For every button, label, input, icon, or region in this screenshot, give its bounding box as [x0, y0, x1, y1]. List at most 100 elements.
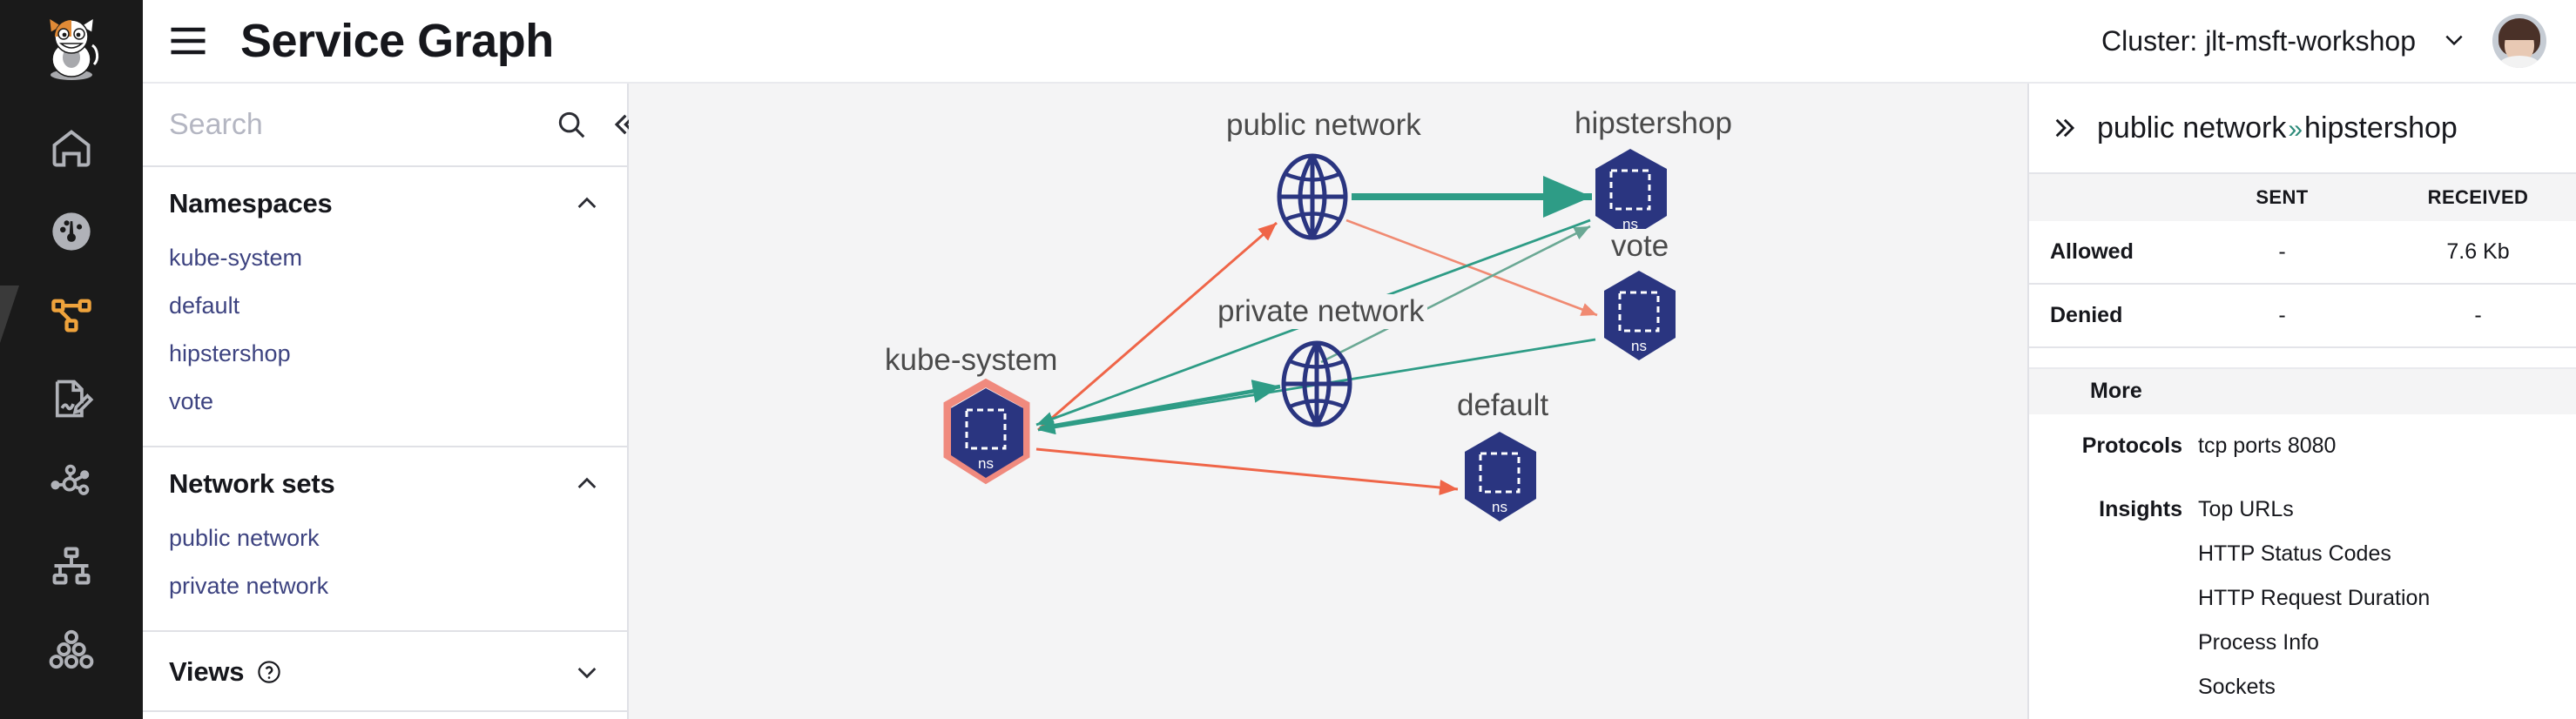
sidebar-item-nodes[interactable] — [0, 440, 143, 524]
graph-node-hipstershop: ns — [1595, 149, 1667, 239]
chevron-down-icon[interactable] — [2440, 25, 2468, 57]
dashboard-icon — [49, 209, 94, 254]
details-title-separator: » — [2288, 114, 2303, 144]
details-table-header: SENT RECEIVED — [2029, 172, 2576, 222]
graph-node-label-default[interactable]: default — [1453, 388, 1553, 423]
sidebar-section-views: Views — [143, 632, 627, 712]
sidebar-item-policies[interactable] — [0, 357, 143, 440]
namespace-item-hipstershop[interactable]: hipstershop — [169, 340, 291, 366]
network-set-item-public-network[interactable]: public network — [169, 525, 320, 551]
network-set-item-private-network[interactable]: private network — [169, 573, 329, 599]
cluster-label: Cluster: jlt-msft-workshop — [2101, 24, 2416, 57]
section-header-namespaces[interactable]: Namespaces — [143, 167, 627, 237]
insight-item-process-info[interactable]: Process Info — [2198, 630, 2319, 655]
table-row: Denied - - — [2029, 285, 2576, 348]
home-icon — [49, 125, 94, 171]
more-label: More — [2090, 379, 2142, 404]
row-label-denied: Denied — [2050, 303, 2123, 327]
network-nodes-icon — [49, 460, 94, 505]
section-header-layers[interactable]: Layers — [143, 712, 627, 719]
namespace-item-vote[interactable]: vote — [169, 388, 214, 414]
more-section-header[interactable]: More — [2029, 366, 2576, 414]
chevron-down-icon[interactable] — [573, 658, 601, 686]
sidebar-item-clusters[interactable] — [0, 608, 143, 691]
search-icon[interactable] — [555, 108, 588, 141]
help-icon[interactable] — [256, 659, 282, 685]
hierarchy-icon — [49, 543, 94, 588]
graph-node-label-private-network[interactable]: private network — [1214, 294, 1428, 329]
column-header-sent: SENT — [2256, 186, 2309, 209]
insight-item-http-status-codes[interactable]: HTTP Status Codes — [2198, 541, 2391, 566]
svg-text:ns: ns — [978, 455, 994, 472]
insight-item-sockets[interactable]: Sockets — [2198, 675, 2276, 699]
expand-right-icon[interactable] — [2052, 113, 2081, 143]
section-title: Network sets — [169, 468, 335, 499]
section-header-network-sets[interactable]: Network sets — [143, 447, 627, 517]
svg-text:ns: ns — [1631, 338, 1647, 354]
section-title: Namespaces — [169, 188, 333, 218]
row-label-allowed: Allowed — [2050, 239, 2134, 265]
graph-node-label-vote[interactable]: vote — [1608, 229, 1673, 264]
cell-denied-received: - — [2474, 303, 2482, 327]
chevron-up-icon[interactable] — [573, 190, 601, 218]
edge-private-network-hipstershop — [1320, 225, 1591, 364]
namespace-item-default[interactable]: default — [169, 292, 240, 319]
document-edit-icon — [49, 376, 94, 421]
column-header-received: RECEIVED — [2427, 186, 2529, 209]
cluster-selector[interactable]: Cluster: jlt-msft-workshop — [2101, 14, 2576, 68]
detail-row-protocols: Protocols tcp ports 8080 — [2029, 414, 2576, 478]
graph-edges: ns ns ns — [943, 149, 1676, 521]
sidebar-section-network-sets: Network sets public network private netw… — [143, 447, 627, 632]
section-body-namespaces: kube-system default hipstershop vote — [143, 237, 627, 446]
chevron-up-icon[interactable] — [573, 470, 601, 498]
details-title-source: public network — [2097, 111, 2287, 144]
details-title-target: hipstershop — [2304, 111, 2458, 144]
section-body-network-sets: public network private network — [143, 517, 627, 630]
service-graph[interactable]: ns ns ns — [629, 84, 2027, 719]
detail-row-insights: Insights Top URLs HTTP Status Codes HTTP… — [2029, 478, 2576, 719]
graph-node-public-network — [1277, 153, 1348, 240]
edge-public-network-vote — [1345, 218, 1598, 317]
graph-node-default: ns — [1465, 432, 1536, 521]
sidebar-section-namespaces: Namespaces kube-system default hipstersh… — [143, 167, 627, 447]
edge-kube-system-default — [1035, 447, 1459, 495]
search-row — [143, 84, 636, 167]
detail-value-protocols: tcp ports 8080 — [2198, 433, 2337, 458]
details-title: public network » hipstershop — [2097, 111, 2458, 145]
insight-item-top-urls[interactable]: Top URLs — [2198, 497, 2294, 521]
cell-allowed-sent: - — [2278, 239, 2286, 265]
graph-node-private-network — [1281, 340, 1352, 427]
section-title: Views — [169, 656, 245, 687]
insight-item-http-request-duration[interactable]: HTTP Request Duration — [2198, 586, 2431, 610]
page-title: Service Graph — [240, 15, 554, 67]
namespace-item-kube-system[interactable]: kube-system — [169, 245, 303, 271]
tigera-cat-logo[interactable] — [31, 7, 111, 87]
details-header: public network » hipstershop — [2029, 84, 2576, 172]
icon-rail — [0, 0, 143, 719]
table-row: Allowed - 7.6 Kb — [2029, 221, 2576, 286]
svg-text:ns: ns — [1622, 216, 1638, 232]
sidebar-section-layers: Layers — [143, 712, 627, 719]
detail-key-insights: Insights — [2099, 497, 2182, 521]
search-input[interactable] — [169, 107, 555, 142]
graph-canvas-panel: Namespaces from 15 minutes to 0 minutes … — [629, 0, 2029, 719]
cell-allowed-received: 7.6 Kb — [2446, 239, 2510, 265]
hamburger-icon[interactable] — [165, 18, 211, 64]
sidebar-item-topology[interactable] — [0, 524, 143, 608]
sidebar-item-home[interactable] — [0, 106, 143, 190]
graph-node-label-kube-system[interactable]: kube-system — [881, 343, 1062, 378]
section-header-views[interactable]: Views — [143, 632, 627, 710]
sidebar-panel: Namespaces kube-system default hipstersh… — [143, 0, 636, 719]
cell-denied-sent: - — [2278, 303, 2286, 327]
edge-kube-system-private-network — [1039, 380, 1281, 431]
details-panel: public network » hipstershop SENT RECEIV… — [2029, 0, 2576, 719]
avatar[interactable] — [2492, 14, 2546, 68]
graph-node-label-hipstershop[interactable]: hipstershop — [1571, 106, 1736, 141]
graph-node-kube-system: ns — [943, 378, 1030, 485]
graph-node-vote: ns — [1604, 271, 1676, 360]
svg-text:ns: ns — [1492, 499, 1507, 515]
sidebar-item-service-graph[interactable] — [0, 273, 143, 357]
sidebar-item-dashboard[interactable] — [0, 190, 143, 273]
graph-node-label-public-network[interactable]: public network — [1223, 108, 1425, 143]
service-graph-icon — [49, 292, 94, 338]
